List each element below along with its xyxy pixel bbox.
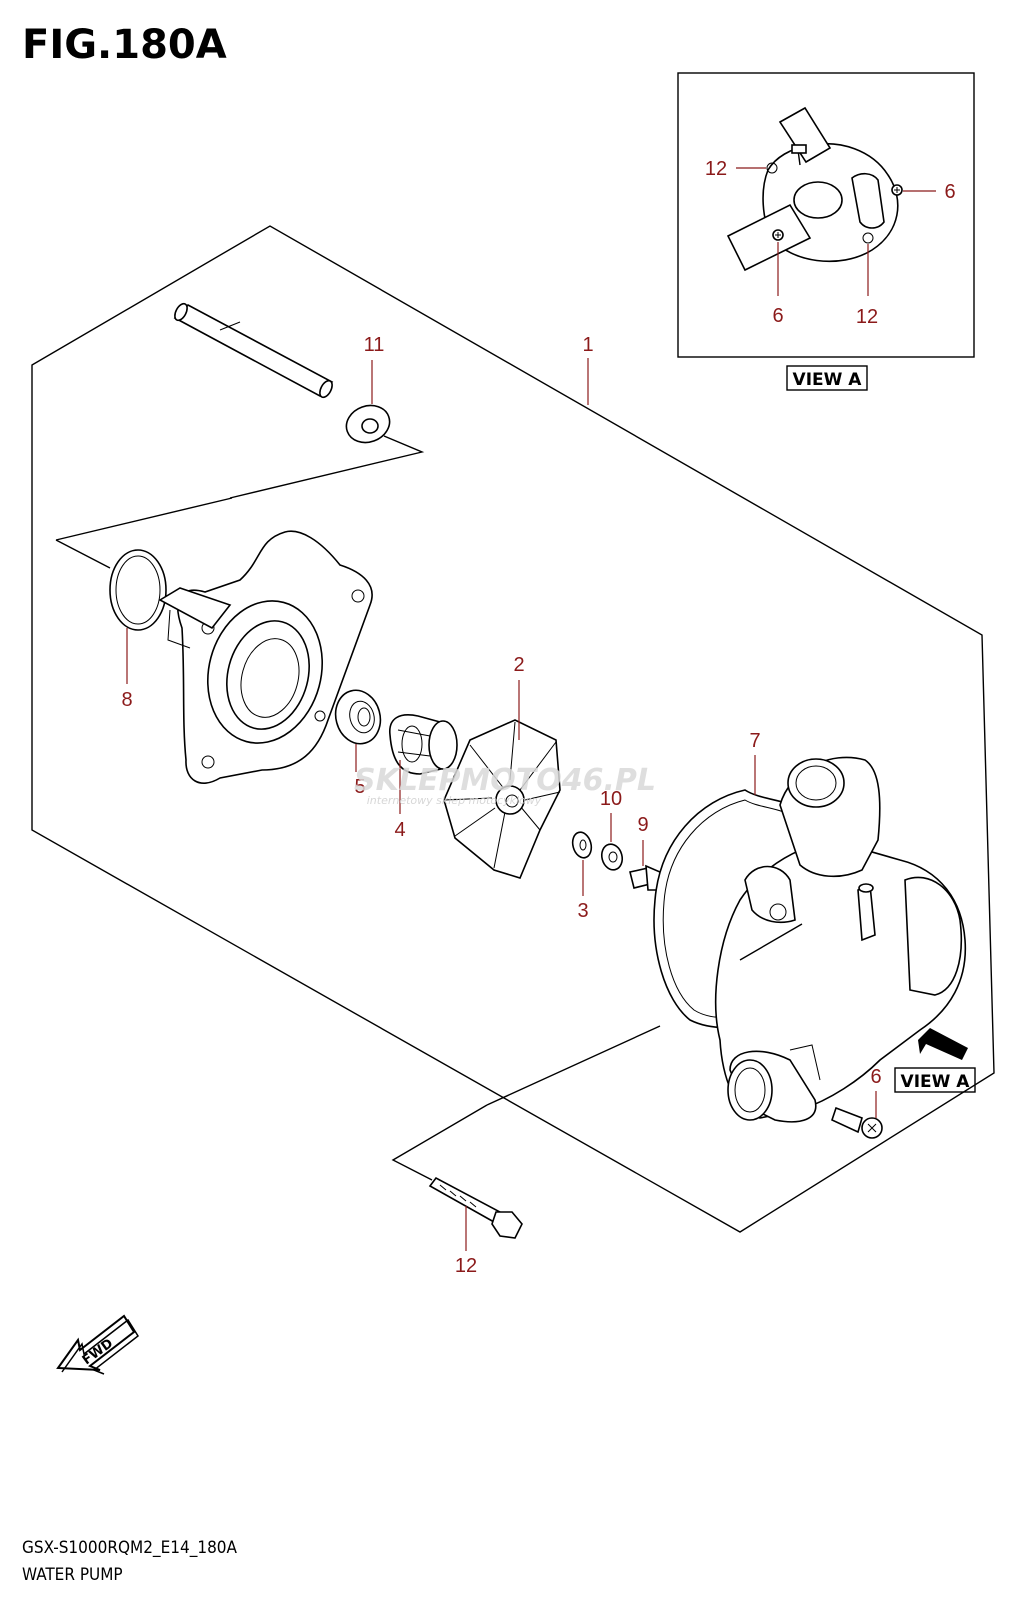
pump-cover (714, 756, 967, 1123)
callout-3: 3 (577, 900, 588, 922)
view-a-pump-cover (726, 106, 936, 296)
callout-2: 2 (513, 654, 524, 676)
figure-title: FIG.180A (22, 22, 227, 68)
callout-9: 9 (637, 814, 648, 836)
callout-11: 11 (364, 334, 385, 356)
view-a-callout-12-bottom: 12 (856, 306, 878, 328)
part-11-washer (345, 404, 391, 444)
view-a-label: VIEW A (793, 370, 863, 390)
main-view-a-label: VIEW A (901, 1072, 971, 1092)
section-name: WATER PUMP (22, 1565, 123, 1585)
callout-10: 10 (600, 788, 622, 810)
view-a-label-box (786, 365, 868, 391)
callout-8: 8 (121, 689, 132, 711)
view-a-arrow-icon (918, 1028, 968, 1060)
part-8-o-ring (109, 549, 167, 631)
callout-12: 12 (455, 1255, 477, 1277)
pump-housing (158, 530, 373, 784)
callout-1: 1 (582, 334, 593, 356)
assembly-outline (31, 225, 995, 1233)
main-view-a-label-box (894, 1067, 976, 1093)
cover-guide-line (486, 923, 803, 1106)
part-3-washer (571, 831, 593, 859)
watermark-brand: SKLEPMOTO46.PL (354, 763, 656, 798)
pump-shaft (173, 302, 334, 399)
part-2-impeller (443, 719, 561, 879)
model-code: GSX-S1000RQM2_E14_180A (22, 1538, 238, 1558)
view-a-callout-6-right: 6 (944, 181, 955, 203)
watermark-tagline: internetowy sklep motocyklowy (367, 794, 542, 807)
callout-7: 7 (749, 730, 760, 752)
fwd-arrow-icon: FWD (56, 1314, 139, 1375)
watermark: SKLEPMOTO46.PL internetowy sklep motocyk… (354, 763, 656, 807)
part-5-bearing (334, 689, 382, 745)
view-a-callout-6-bottom: 6 (772, 305, 783, 327)
view-a-callout-12-top: 12 (705, 158, 727, 180)
shaft-guide-line (55, 435, 425, 569)
callout-5: 5 (354, 776, 365, 798)
view-a-frame (677, 72, 975, 358)
part-12-bolt (428, 1176, 523, 1239)
part-10-washer (600, 843, 624, 871)
callout-4: 4 (394, 819, 405, 841)
part-6-bolt (831, 1106, 883, 1139)
callout-6: 6 (870, 1066, 881, 1088)
view-a-inset: 12 6 6 12 VIEW A (677, 72, 975, 391)
part-4-mechanical-seal (389, 714, 458, 775)
